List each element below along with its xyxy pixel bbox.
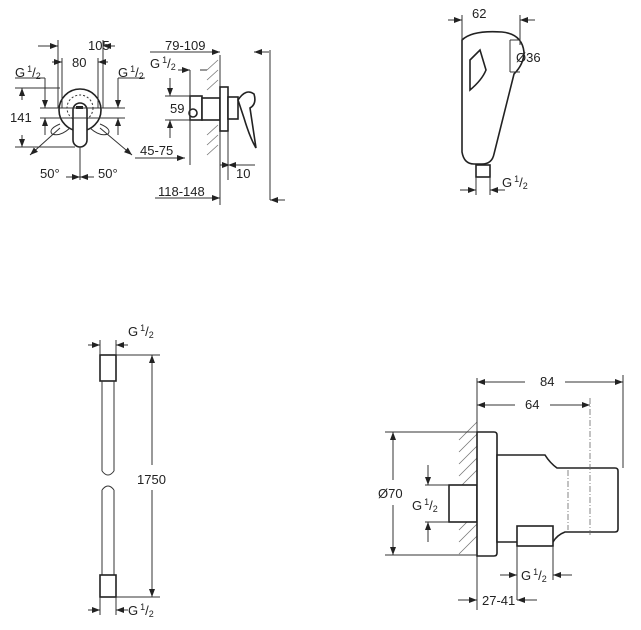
- dim-105: 105: [88, 38, 110, 53]
- angle-right: 50°: [98, 166, 118, 181]
- angle-left: 50°: [40, 166, 60, 181]
- dim-27-41: 27-41: [482, 593, 515, 608]
- dim-84: 84: [540, 374, 554, 389]
- dia-70: Ø70: [378, 486, 403, 501]
- dim-141: 141: [10, 110, 32, 125]
- dim-118-148: 118-148: [158, 184, 205, 199]
- dim-64: 64: [525, 397, 539, 412]
- dia-36: Ø36: [516, 50, 541, 65]
- dim-79-109: 79-109: [165, 38, 205, 53]
- dim-45-75: 45-75: [140, 143, 173, 158]
- dim-80: 80: [72, 55, 86, 70]
- hose-length: 1750: [137, 472, 166, 487]
- dim-59: 59: [170, 101, 184, 116]
- dim-62: 62: [472, 6, 486, 21]
- dim-10: 10: [236, 166, 250, 181]
